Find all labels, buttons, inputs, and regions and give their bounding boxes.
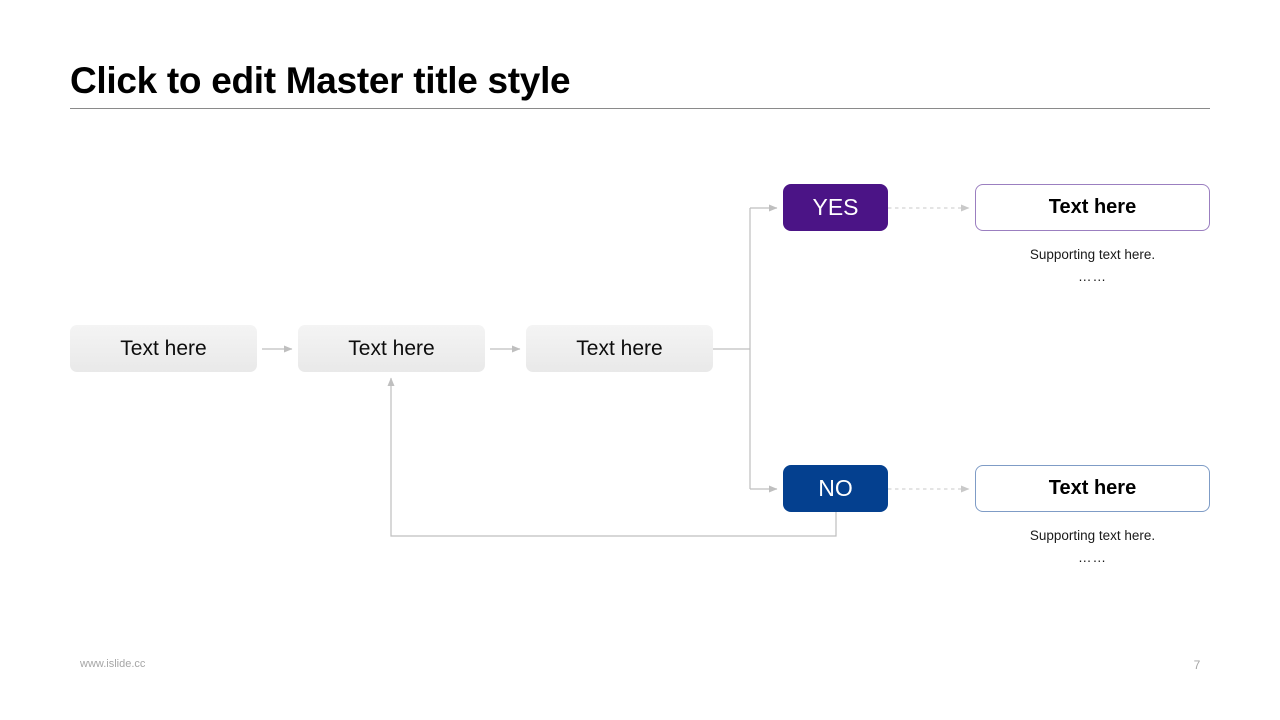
slide-page-number: 7 [1193,658,1201,672]
connector-feedback-loop [387,377,837,537]
decision-box-no-label: NO [818,475,853,501]
result-card-no-title: Text here [1048,477,1137,499]
decision-box-no[interactable]: NO [783,465,888,512]
result-card-yes[interactable]: Text here [975,184,1210,231]
result-card-no-support: Supporting text here. …… [975,525,1210,569]
result-card-yes-support: Supporting text here. …… [975,244,1210,288]
result-card-yes-title: Text here [1048,196,1137,218]
process-box-3-label: Text here [576,336,663,360]
title-underline-divider [70,108,1210,109]
decision-box-yes[interactable]: YES [783,184,888,231]
decision-box-yes-label: YES [812,194,859,220]
result-card-no-subtitle: Supporting text here. [1029,528,1156,543]
process-box-1[interactable]: Text here [70,325,257,372]
process-box-1-label: Text here [120,336,207,360]
page-title: Click to edit Master title style [70,60,571,101]
process-box-2-label: Text here [348,336,435,360]
process-box-2[interactable]: Text here [298,325,485,372]
footer-url[interactable]: www.islide.cc [80,658,146,670]
title-placeholder[interactable]: Click to edit Master title style [70,56,1210,108]
result-card-yes-subtitle: Supporting text here. [1029,247,1156,262]
process-box-3[interactable]: Text here [526,325,713,372]
result-card-no-dots: …… [1078,550,1107,565]
result-card-yes-dots: …… [1078,269,1107,284]
result-card-no[interactable]: Text here [975,465,1210,512]
